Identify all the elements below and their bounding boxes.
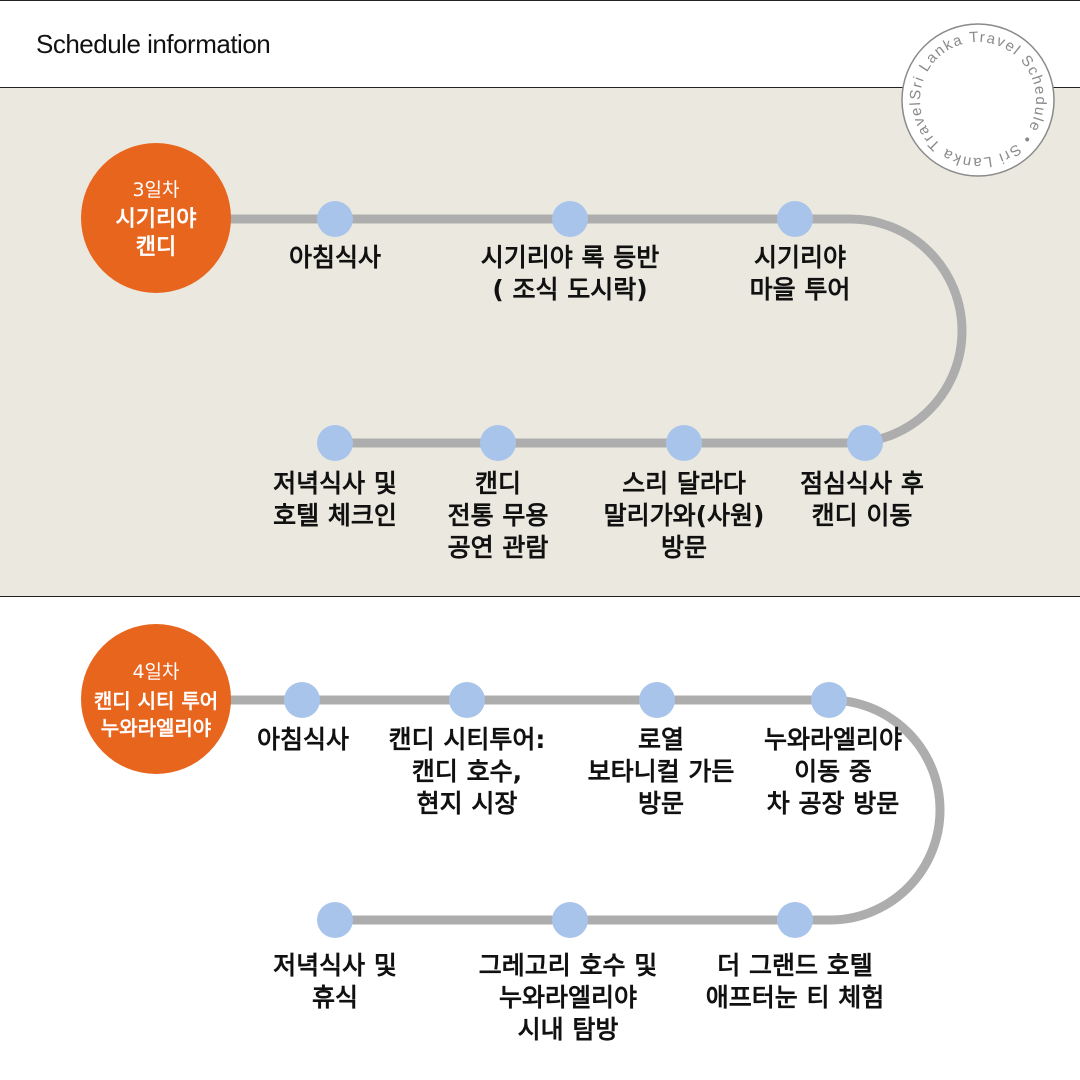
- day-3-title-line-2: 캔디: [135, 234, 177, 260]
- day-3-stop-dot: [480, 425, 516, 461]
- day-3-stop-dot: [777, 201, 813, 237]
- day-3-route-line: [195, 214, 967, 448]
- page-title: Schedule information: [36, 29, 271, 59]
- day-4-stop-dot: [811, 682, 847, 718]
- header-bar: Schedule information: [0, 0, 1080, 88]
- day-3-badge: 3일차 시기리야 캔디: [81, 143, 231, 293]
- day-3-label: 3일차: [132, 178, 180, 201]
- day-4-title-line-1: 캔디 시티 투어: [93, 688, 219, 713]
- day-4-stop-dot: [639, 682, 675, 718]
- day-3-stop-temple: 스리 달라다 말리가와(사원) 방문: [603, 469, 765, 562]
- day-3-stop-breakfast: 아침식사: [288, 243, 381, 272]
- day-3-stop-dot: [317, 425, 353, 461]
- day-4-title-line-2: 누와라엘리야: [100, 715, 212, 740]
- day-4-stop-dinner-rest: 저녁식사 및 휴식: [273, 951, 397, 1012]
- day-4-label: 4일차: [132, 660, 180, 683]
- day-4-stop-city-tour: 캔디 시티투어: 캔디 호수, 현지 시장: [388, 725, 546, 818]
- day-3-stop-dot: [552, 201, 588, 237]
- day-4-route-line: [195, 695, 945, 925]
- day-4-stop-dot: [284, 682, 320, 718]
- day-3-stop-sigiriya-rock: 시기리야 록 등반 ( 조식 도시락): [480, 243, 660, 304]
- travel-stamp-icon: Sri Lanka Travel Schedule • Sri Lanka Tr…: [898, 20, 1055, 177]
- day-4-stop-afternoon-tea: 더 그랜드 호텔 애프터눈 티 체험: [705, 951, 885, 1012]
- day-3-stop-dot: [847, 425, 883, 461]
- day-4-stop-breakfast: 아침식사: [256, 725, 349, 754]
- day-4-stop-botanical-garden: 로열 보타니컬 가든 방문: [587, 725, 735, 818]
- day-4-stop-gregory-lake: 그레고리 호수 및 누와라엘리야 시내 탐방: [478, 951, 658, 1044]
- day-3-stop-dinner-checkin: 저녁식사 및 호텔 체크인: [273, 469, 397, 530]
- day-4-stop-dot: [449, 682, 485, 718]
- day-4-stop-dot: [317, 902, 353, 938]
- day-3-stop-village-tour: 시기리야 마을 투어: [749, 243, 851, 304]
- day-4-badge: 4일차 캔디 시티 투어 누와라엘리야: [81, 624, 231, 774]
- day-4-stop-tea-factory: 누와라엘리야 이동 중 차 공장 방문: [763, 725, 902, 818]
- day-4-stop-dot: [777, 902, 813, 938]
- day-3-stop-kandy-dance: 캔디 전통 무용 공연 관람: [447, 469, 549, 562]
- day-3-stop-lunch-move: 점심식사 후 캔디 이동: [800, 469, 924, 530]
- day-3-title-line-1: 시기리야: [115, 206, 197, 232]
- day-3-stop-dot: [317, 201, 353, 237]
- day-3-stop-dot: [666, 425, 702, 461]
- day-4-stop-dot: [552, 902, 588, 938]
